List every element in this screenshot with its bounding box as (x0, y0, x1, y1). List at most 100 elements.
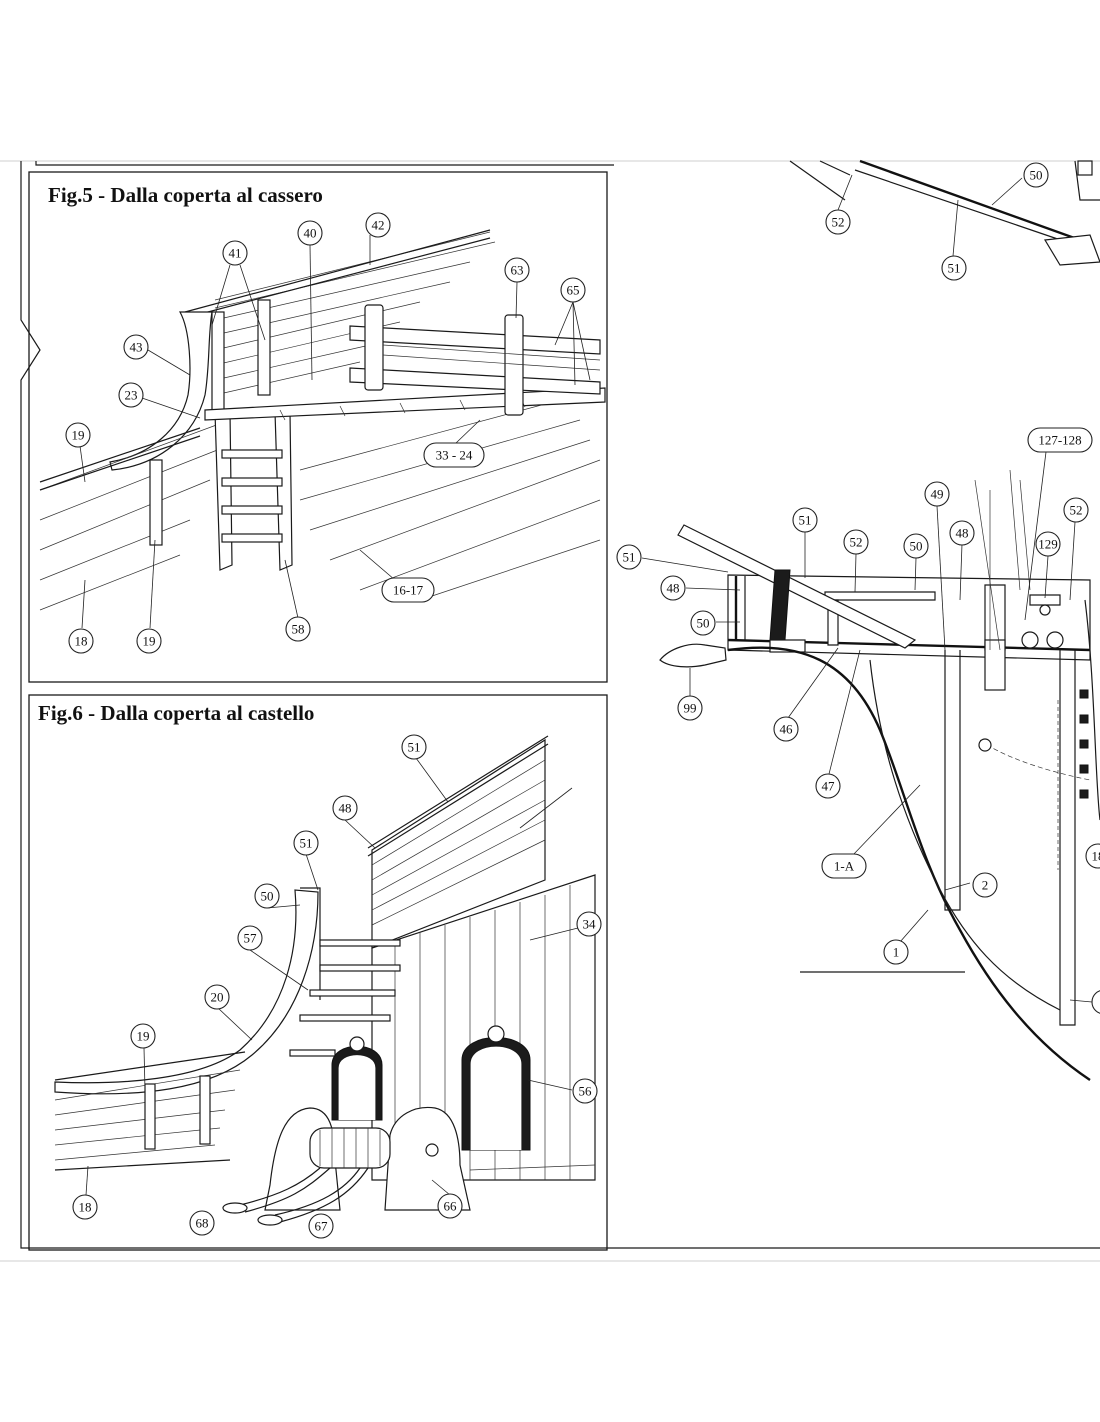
callout-49: 49 (924, 481, 950, 507)
svg-text:51: 51 (623, 550, 636, 565)
svg-text:65: 65 (567, 283, 580, 298)
svg-text:1: 1 (893, 945, 900, 960)
svg-text:66: 66 (444, 1199, 458, 1214)
svg-text:18: 18 (79, 1200, 92, 1215)
callout-47: 47 (815, 773, 841, 799)
svg-text:47: 47 (822, 779, 836, 794)
callout-58: 58 (285, 616, 311, 642)
callout-1-A: 1-A (821, 853, 867, 879)
fig6-title: Fig.6 - Dalla coperta al castello (38, 701, 314, 725)
callout-20: 20 (204, 984, 230, 1010)
callout-51-mid: 51 (792, 507, 818, 533)
callout-50-top: 50 (1023, 162, 1049, 188)
callout-48-left: 48 (660, 575, 686, 601)
svg-text:68: 68 (196, 1216, 209, 1231)
callout-19b: 19 (136, 628, 162, 654)
svg-text:19: 19 (143, 634, 156, 649)
callout-46: 46 (773, 716, 799, 742)
fig5-panel: Fig.5 - Dalla coperta al cassero (28, 171, 608, 683)
callout-23: 23 (118, 382, 144, 408)
callout-43: 43 (123, 334, 149, 360)
svg-text:1-A: 1-A (834, 859, 855, 874)
callout-48: 48 (332, 795, 358, 821)
callout-66: 66 (437, 1193, 463, 1219)
svg-text:56: 56 (579, 1084, 593, 1099)
svg-text:20: 20 (211, 990, 224, 1005)
fig6-callouts: 51 48 51 50 57 20 19 34 56 18 68 67 66 (72, 734, 602, 1239)
svg-text:52: 52 (850, 535, 863, 550)
fig6-frame (28, 694, 608, 1251)
callout-50-left: 50 (690, 610, 716, 636)
svg-text:50: 50 (261, 889, 274, 904)
svg-text:19: 19 (137, 1029, 150, 1044)
sheet-frame (20, 161, 1100, 1249)
callout-2: 2 (972, 872, 998, 898)
leader-lines (79, 174, 1093, 1196)
svg-text:50: 50 (910, 539, 923, 554)
callout-right-edge (1091, 990, 1100, 1014)
svg-text:51: 51 (408, 740, 421, 755)
callout-51-top: 51 (941, 255, 967, 281)
svg-text:49: 49 (931, 487, 944, 502)
svg-text:16-17: 16-17 (393, 583, 424, 598)
fig6-panel: Fig.6 - Dalla coperta al castello (28, 694, 608, 1251)
callout-16-17: 16-17 (381, 577, 435, 603)
callout-56: 56 (572, 1078, 598, 1104)
svg-text:58: 58 (292, 622, 305, 637)
bow-callouts: 50 52 51 127-128 49 48 52 51 52 50 129 5… (616, 162, 1100, 1014)
callout-52-mid: 52 (843, 529, 869, 555)
svg-text:18: 18 (75, 634, 88, 649)
svg-text:129: 129 (1038, 537, 1058, 552)
callout-50-mid: 50 (903, 533, 929, 559)
svg-text:50: 50 (1030, 168, 1043, 183)
svg-text:41: 41 (229, 246, 242, 261)
callout-51: 51 (401, 734, 427, 760)
callout-1: 1 (883, 939, 909, 965)
fig6-drawing (54, 735, 596, 1226)
svg-text:52: 52 (832, 215, 845, 230)
svg-text:40: 40 (304, 226, 317, 241)
svg-text:127-128: 127-128 (1038, 433, 1081, 448)
svg-text:48: 48 (667, 581, 680, 596)
svg-text:48: 48 (956, 526, 969, 541)
bottom-margin (0, 1262, 1100, 1422)
svg-text:42: 42 (372, 218, 385, 233)
callout-33-24: 33 - 24 (423, 442, 485, 468)
svg-text:48: 48 (339, 801, 352, 816)
callout-99: 99 (677, 695, 703, 721)
callout-48: 48 (949, 520, 975, 546)
svg-text:18: 18 (1092, 849, 1100, 864)
callout-18: 18 (72, 1194, 98, 1220)
svg-text:99: 99 (684, 701, 697, 716)
fig5-drawing (39, 229, 606, 611)
svg-text:51: 51 (300, 836, 313, 851)
callout-52-right: 52 (1063, 497, 1089, 523)
fig5-title: Fig.5 - Dalla coperta al cassero (48, 183, 323, 207)
callout-51b: 51 (293, 830, 319, 856)
bow-drawing (659, 159, 1100, 1081)
callout-129: 129 (1035, 531, 1061, 557)
callout-19: 19 (130, 1023, 156, 1049)
top-margin (0, 0, 1100, 160)
callout-51-left: 51 (616, 544, 642, 570)
callout-67: 67 (308, 1213, 334, 1239)
callout-18-right: 18 (1085, 843, 1100, 869)
callout-127-128: 127-128 (1027, 427, 1093, 453)
fig5-frame (28, 171, 608, 683)
svg-text:33 - 24: 33 - 24 (436, 448, 473, 463)
svg-text:51: 51 (799, 513, 812, 528)
svg-text:2: 2 (982, 878, 989, 893)
svg-text:57: 57 (244, 931, 258, 946)
callout-68: 68 (189, 1210, 215, 1236)
svg-text:63: 63 (511, 263, 524, 278)
svg-text:43: 43 (130, 340, 143, 355)
callout-18: 18 (68, 628, 94, 654)
svg-text:50: 50 (697, 616, 710, 631)
callout-63: 63 (504, 257, 530, 283)
callout-19: 19 (65, 422, 91, 448)
callout-50: 50 (254, 883, 280, 909)
callout-41: 41 (222, 240, 248, 266)
svg-text:46: 46 (780, 722, 794, 737)
svg-text:23: 23 (125, 388, 138, 403)
